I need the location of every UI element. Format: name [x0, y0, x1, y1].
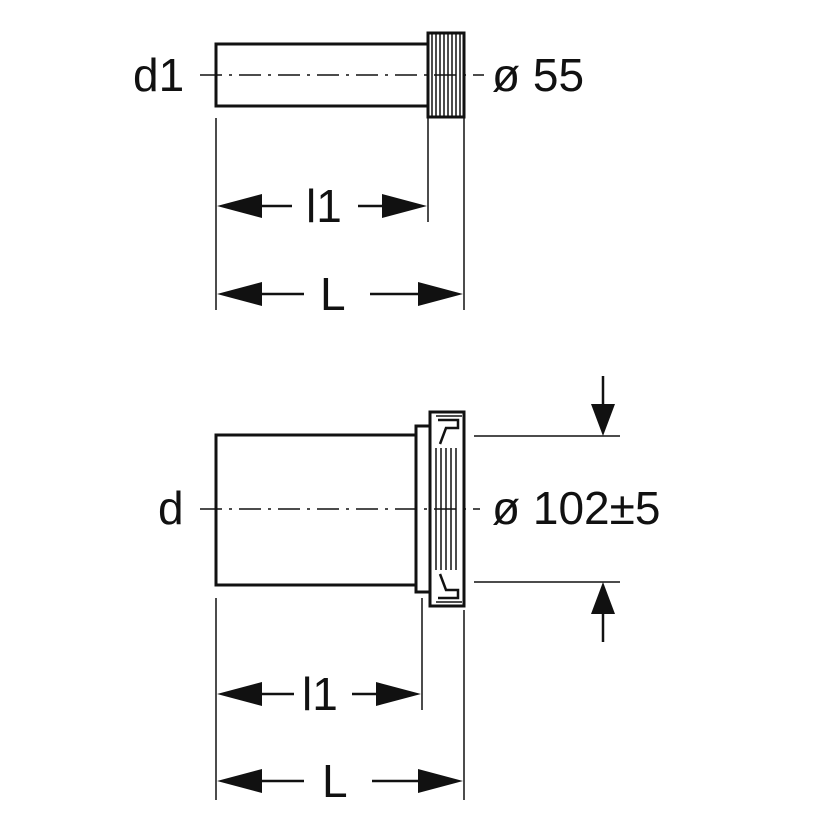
top-l1-label: l1: [306, 180, 342, 232]
bottom-collar: [414, 424, 432, 594]
bottom-fitting: d ø 102±5 l1 L: [158, 376, 660, 807]
top-dimension-total-length: [217, 282, 463, 306]
bottom-outer-diameter-label: ø 102±5: [492, 482, 660, 534]
bottom-pipe-body: [214, 433, 418, 587]
top-outer-diameter-label: ø 55: [492, 49, 584, 101]
top-fitting: d1 ø 55 l1 L: [133, 31, 584, 320]
bottom-dimension-total-length: [217, 769, 463, 793]
bottom-diameter-label: d: [158, 482, 184, 534]
top-diameter-label: d1: [133, 49, 184, 101]
bottom-l1-label: l1: [302, 668, 338, 720]
bottom-diameter-arrow-top: [591, 376, 615, 436]
top-dimension-l1: [217, 194, 427, 218]
top-total-length-label: L: [320, 268, 346, 320]
bottom-total-length-label: L: [322, 755, 348, 807]
bottom-diameter-arrow-bottom: [591, 582, 615, 642]
bottom-dimension-l1: [217, 682, 421, 706]
